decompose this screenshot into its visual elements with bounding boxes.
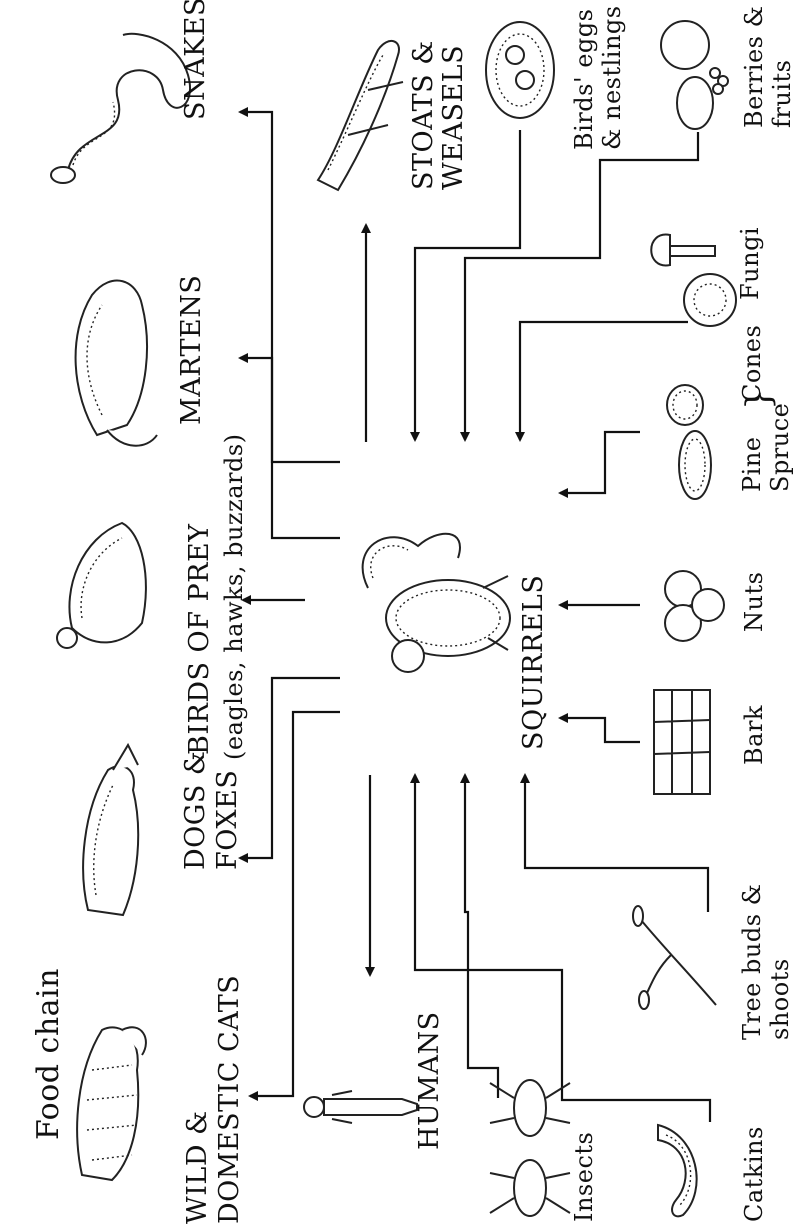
marten-icon — [76, 281, 157, 446]
arrow-to-cats — [250, 712, 340, 1096]
bark-label: Bark — [740, 705, 768, 765]
buds-label-line2: shoots — [766, 958, 794, 1040]
stoats-label-line2: WEASELS — [438, 45, 469, 190]
squirrels-label: SQUIRRELS — [518, 575, 549, 750]
cones-label: Cones — [738, 325, 766, 402]
mushroom-icon — [651, 235, 736, 326]
twig-icon — [633, 906, 716, 1009]
cats-label-line1: WILD & — [182, 1110, 213, 1224]
catkin-icon — [658, 1125, 697, 1216]
arrow-to-snakes — [240, 112, 340, 462]
humans-label: HUMANS — [414, 1011, 445, 1150]
dogs-label-line1: DOGS & — [180, 751, 211, 870]
arrow-to-dogs — [240, 678, 340, 858]
predator-arrows — [240, 112, 370, 1096]
spruce-label: Spruce — [766, 403, 794, 492]
nuts-label: Nuts — [740, 572, 768, 632]
fox-icon — [83, 745, 138, 915]
arrow-from-berries — [465, 132, 698, 440]
snake-icon — [51, 34, 190, 183]
nest-icon — [486, 22, 554, 118]
cat-icon — [77, 1027, 146, 1180]
buds-label-line1: Tree buds & — [738, 883, 766, 1040]
catkins-label: Catkins — [740, 1126, 768, 1222]
dogs-label-line2: FOXES — [212, 770, 243, 870]
arrow-to-martens — [240, 358, 340, 538]
pine-cone-icon — [667, 385, 711, 499]
insect-icon — [490, 1080, 570, 1216]
pine-label: Pine — [738, 437, 766, 492]
snakes-label: SNAKES — [180, 0, 211, 120]
squirrel-icon — [363, 534, 510, 672]
human-icon — [304, 1091, 417, 1123]
arrow-from-fungi — [520, 322, 688, 440]
birds-label-line1: BIRDS OF PREY — [184, 523, 215, 755]
berries-label-line2: fruits — [768, 60, 796, 128]
arrow-from-insects — [465, 775, 498, 1098]
bird-of-prey-icon — [57, 523, 146, 648]
eggs-label-line2: & nestlings — [598, 5, 626, 150]
stoat-icon — [318, 41, 403, 190]
fungi-label: Fungi — [736, 227, 764, 300]
page-title: Food chain — [31, 968, 66, 1140]
berries-label-line1: Berries & — [740, 6, 768, 128]
arrow-from-cones — [560, 432, 640, 493]
stoats-label-line1: STOATS & — [408, 40, 439, 190]
birds-label-line2: (eagles, hawks, buzzards) — [220, 433, 248, 760]
arrow-from-buds — [525, 775, 708, 912]
cats-label-line2: DOMESTIC CATS — [214, 975, 245, 1224]
insects-label: Insects — [570, 1132, 598, 1222]
arrow-from-bark — [560, 718, 640, 742]
eggs-label-line1: Birds' eggs — [570, 9, 598, 150]
bark-icon — [654, 690, 710, 794]
nuts-icon — [665, 571, 724, 641]
martens-label: MARTENS — [176, 275, 207, 425]
berries-icon — [661, 21, 728, 129]
